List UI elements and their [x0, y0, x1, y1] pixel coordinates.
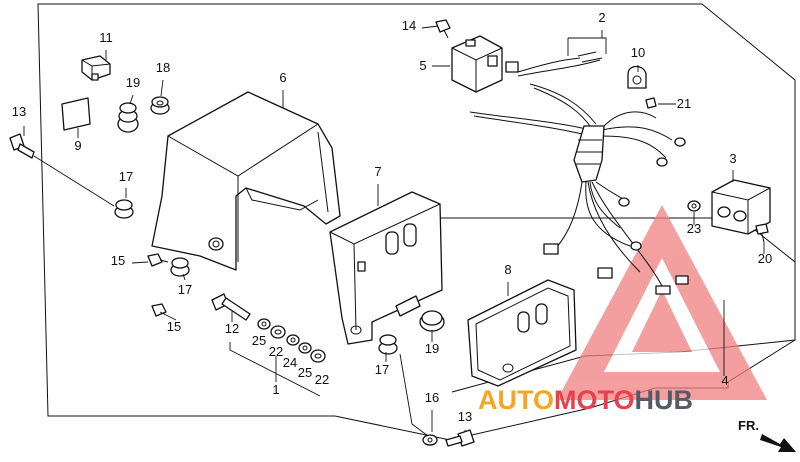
watermark-part-auto: AUTO — [478, 385, 554, 415]
part-3-socket — [711, 179, 771, 235]
part-2-wire-harness — [469, 51, 689, 295]
part-19-grommet — [117, 102, 139, 133]
part-15-screw-a — [147, 253, 169, 267]
callout-c16: 16 — [425, 390, 439, 405]
callout-c3: 3 — [729, 151, 736, 166]
direction-arrow-icon — [760, 434, 796, 452]
part-17-grommet-c — [378, 334, 398, 355]
callout-c10: 10 — [631, 45, 645, 60]
part-13-bolt-left — [9, 133, 35, 159]
callout-c19b: 19 — [425, 341, 439, 356]
leader-lines — [23, 25, 765, 437]
part-18-grommet — [150, 96, 170, 115]
callout-c18: 18 — [156, 60, 170, 75]
part-7-bracket — [329, 191, 443, 345]
part-24-spacer — [286, 334, 300, 346]
watermark-logo: AUTOMOTOHUB — [478, 385, 693, 415]
part-21-screw — [645, 97, 657, 109]
callout-c15b: 15 — [167, 319, 181, 334]
watermark-part-moto: MOTO — [554, 385, 635, 415]
part-6-cover — [151, 91, 341, 271]
part-25-washer-b — [298, 342, 312, 354]
callout-c13a: 13 — [12, 104, 26, 119]
part-17-grommet-b — [170, 257, 190, 277]
callout-c12: 12 — [225, 321, 239, 336]
part-22-nut-b — [310, 349, 326, 363]
watermark-part-hub: HUB — [635, 385, 694, 415]
callout-c1: 1 — [272, 382, 279, 397]
callout-c25b: 25 — [298, 365, 312, 380]
part-13-bolt-lower — [445, 429, 475, 447]
callout-c17b: 17 — [178, 282, 192, 297]
callout-c17a: 17 — [119, 169, 133, 184]
watermark-triangle — [557, 205, 767, 400]
callout-c6: 6 — [279, 70, 286, 85]
callout-c22b: 22 — [315, 372, 329, 387]
front-direction-indicator: FR. — [738, 418, 796, 452]
callout-c11: 11 — [99, 30, 113, 45]
part-17-grommet-a — [114, 199, 134, 219]
part-20-screw — [755, 223, 769, 243]
part-14-screw — [435, 19, 451, 39]
watermark-text: AUTOMOTOHUB — [478, 385, 693, 415]
callout-c7: 7 — [374, 164, 381, 179]
callout-labels: 1234567891011121313141515161717171819192… — [12, 10, 772, 424]
part-9-pad — [61, 97, 91, 131]
direction-label: FR. — [738, 418, 759, 433]
callout-c22a: 22 — [269, 344, 283, 359]
callout-c19a: 19 — [126, 75, 140, 90]
part-22-nut-a — [270, 325, 286, 339]
callout-c5: 5 — [419, 58, 426, 73]
part-10-clamp — [627, 65, 647, 89]
callout-c23: 23 — [687, 221, 701, 236]
callout-c21: 21 — [677, 96, 691, 111]
callout-c8: 8 — [504, 262, 511, 277]
part-11-relay — [81, 55, 111, 81]
part-5-regulator — [451, 35, 519, 93]
part-19-grommet-lower — [419, 310, 445, 332]
watermark-triangle-inner — [632, 290, 692, 352]
part-16-washer — [422, 434, 438, 446]
callout-c25a: 25 — [252, 333, 266, 348]
callout-c20: 20 — [758, 251, 772, 266]
callout-c24: 24 — [283, 355, 297, 370]
callout-c13b: 13 — [458, 409, 472, 424]
callout-c17c: 17 — [375, 362, 389, 377]
part-12-bolt — [211, 293, 251, 321]
callout-c15a: 15 — [111, 253, 125, 268]
callout-c2: 2 — [598, 10, 605, 25]
callout-c4: 4 — [721, 373, 728, 388]
part-23-nut — [687, 200, 701, 212]
callout-c14: 14 — [402, 18, 416, 33]
callout-c9: 9 — [74, 138, 81, 153]
part-25-washer-a — [257, 318, 271, 330]
part-8-gasket — [467, 279, 577, 387]
